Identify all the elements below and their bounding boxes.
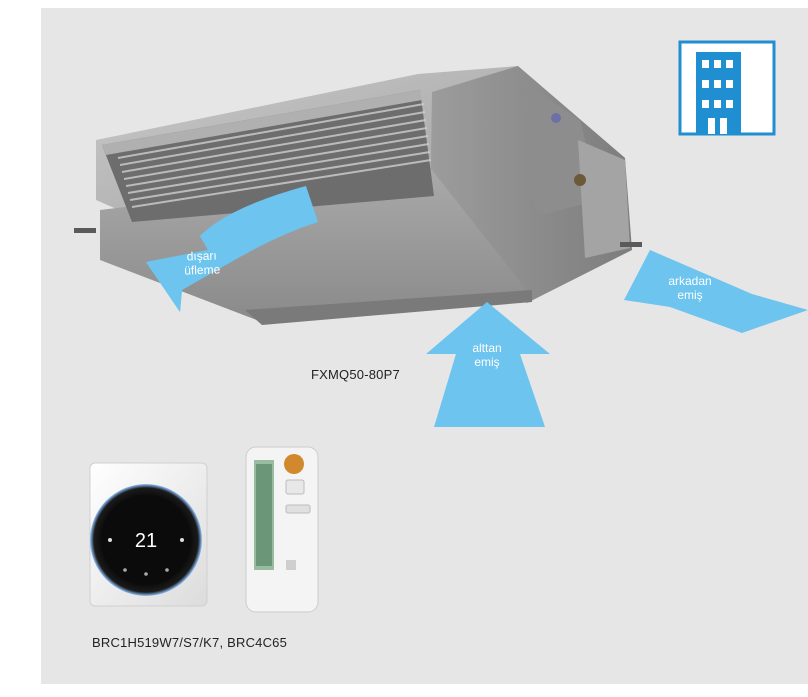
airflow-arrow-icon bbox=[426, 302, 550, 427]
controller-temperature: 21 bbox=[135, 530, 157, 552]
building-icon bbox=[678, 40, 776, 136]
model-label: FXMQ50-80P7 bbox=[311, 367, 400, 382]
touch-controller: 21 bbox=[89, 462, 208, 607]
back-intake-line1: arkadan bbox=[668, 274, 712, 288]
airflow-arrow-icon bbox=[146, 190, 318, 312]
bottom-intake-line2: emiş bbox=[474, 355, 500, 369]
blow-out-line2: üfleme bbox=[183, 262, 221, 278]
back-intake-line2: emiş bbox=[677, 288, 703, 302]
controller-label: BRC1H519W7/S7/K7, BRC4C65 bbox=[92, 635, 288, 650]
bottom-intake-line1: alttan bbox=[472, 341, 502, 355]
bottom-intake-label: alttan emiş bbox=[445, 341, 529, 369]
airflow-arrow-icon bbox=[624, 250, 808, 333]
indoor-unit bbox=[74, 66, 642, 325]
remote-controller bbox=[245, 446, 319, 613]
back-intake-label: arkadan emiş bbox=[645, 274, 735, 302]
blow-out-label: dışarı üfleme bbox=[162, 248, 243, 279]
